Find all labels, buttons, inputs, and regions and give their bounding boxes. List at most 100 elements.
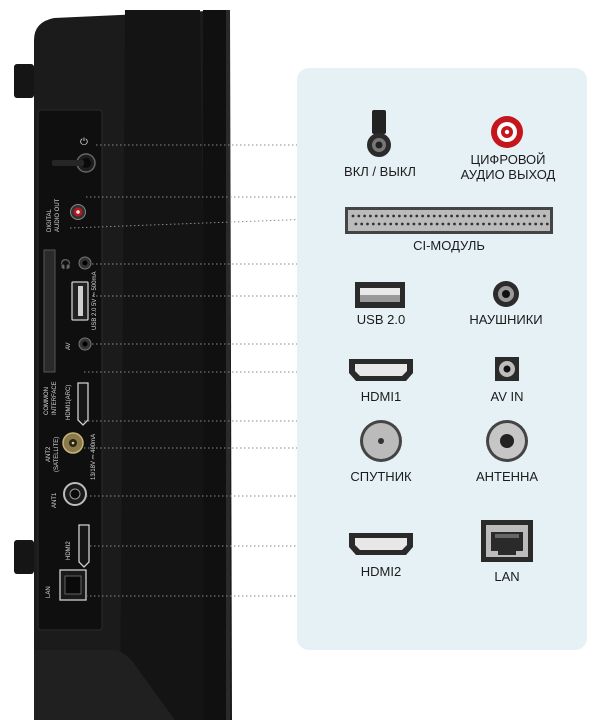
ci-module-icon [345, 207, 553, 234]
ci-pin [432, 214, 436, 218]
mount-bump-top [14, 64, 34, 98]
ci-pin [496, 214, 500, 218]
ci-pin [389, 222, 393, 226]
ci-pin [366, 222, 369, 226]
tv-rim [203, 10, 230, 720]
antenna-port-icon [486, 420, 528, 462]
label-headphones: НАУШНИКИ [469, 312, 543, 327]
ci-pin [424, 222, 427, 226]
ci-pin [400, 222, 404, 226]
ci-pin [450, 214, 453, 218]
ci-pin [354, 222, 358, 226]
label-satellite: СПУТНИК [350, 469, 412, 484]
ci-pin [458, 222, 462, 226]
tv-digital-audio-port [70, 204, 86, 220]
ci-pin [461, 214, 465, 218]
ci-pin [467, 214, 471, 218]
label-ci-module: CI-МОДУЛЬ [413, 238, 485, 253]
ci-pin [543, 214, 546, 218]
ci-pin [534, 222, 538, 226]
ci-pin [525, 214, 529, 218]
ci-pin [531, 214, 535, 218]
label-usb: USB 2.0 [356, 312, 406, 327]
label-digital-audio-2: АУДИО ВЫХОД [460, 167, 556, 182]
ci-pin [528, 222, 532, 226]
tv-hdmi2-port [78, 524, 90, 568]
hdmi2-icon-inner [355, 538, 407, 550]
tv-bottom-curve [34, 650, 175, 720]
label-hdmi1: HDMI1 [360, 389, 402, 404]
ci-pin [380, 214, 384, 218]
av-in-icon [495, 357, 519, 381]
tv-power-button [52, 153, 96, 173]
ci-pin [537, 214, 540, 218]
tv-headphone-port [78, 256, 92, 270]
tv-hdmi1-port [77, 382, 89, 426]
optical-audio-icon [491, 116, 523, 148]
ci-pin [490, 214, 494, 218]
port-panel [37, 109, 103, 631]
ci-pin [485, 214, 488, 218]
ci-pin [429, 222, 433, 226]
mount-bump-bottom [14, 540, 34, 574]
ci-pin [435, 222, 439, 226]
label-av-in: AV IN [490, 389, 524, 404]
ci-pin [427, 214, 430, 218]
ci-pin [508, 214, 511, 218]
ci-pin [502, 214, 506, 218]
label-power: ВКЛ / ВЫКЛ [344, 164, 416, 179]
headphone-jack-icon [493, 281, 519, 307]
ci-pin [516, 222, 520, 226]
label-hdmi2: HDMI2 [360, 564, 402, 579]
lan-port-icon [481, 520, 533, 562]
ci-pin [540, 222, 543, 226]
ci-pins [351, 214, 549, 226]
ci-pin [464, 222, 468, 226]
tv-edge [120, 10, 210, 720]
ci-pin [395, 222, 398, 226]
satellite-port-icon [360, 420, 402, 462]
ci-pin [447, 222, 451, 226]
label-lan: LAN [494, 569, 520, 584]
ci-pin [453, 222, 456, 226]
ci-pin [476, 222, 480, 226]
label-antenna: АНТЕННА [475, 469, 539, 484]
ci-pin [482, 222, 485, 226]
ci-pin [409, 214, 413, 218]
ci-pin [406, 222, 410, 226]
tv-ci-slot [43, 249, 56, 373]
tv-av-port [78, 337, 92, 351]
ci-pin [487, 222, 491, 226]
ci-pin [386, 214, 390, 218]
ci-pin [412, 222, 416, 226]
ci-pin [499, 222, 503, 226]
ci-pin [360, 222, 364, 226]
ci-pin [415, 214, 419, 218]
ci-pin [421, 214, 424, 218]
tv-power-symbol: ⏻ [80, 137, 88, 148]
ci-pin [363, 214, 366, 218]
ci-pin [519, 214, 523, 218]
ci-pin [514, 214, 517, 218]
ci-pin [357, 214, 361, 218]
ci-pin [473, 214, 477, 218]
ci-pin [392, 214, 395, 218]
ci-pin [522, 222, 526, 226]
ci-pin [369, 214, 372, 218]
label-digital-audio-1: ЦИФРОВОЙ [470, 152, 546, 167]
usb-icon [355, 282, 405, 308]
hdmi1-icon-inner [355, 364, 407, 376]
ci-pin [438, 214, 442, 218]
ci-pin [456, 214, 459, 218]
ci-pin [374, 214, 378, 218]
tv-rim-highlight [226, 10, 230, 720]
ci-pin [403, 214, 407, 218]
ci-pin [377, 222, 381, 226]
tv-antenna-port [63, 482, 87, 506]
ci-pin [398, 214, 401, 218]
tv-usb-port [71, 281, 89, 321]
ci-pin [444, 214, 448, 218]
ci-pin [470, 222, 474, 226]
tv-lan-port [59, 569, 87, 601]
